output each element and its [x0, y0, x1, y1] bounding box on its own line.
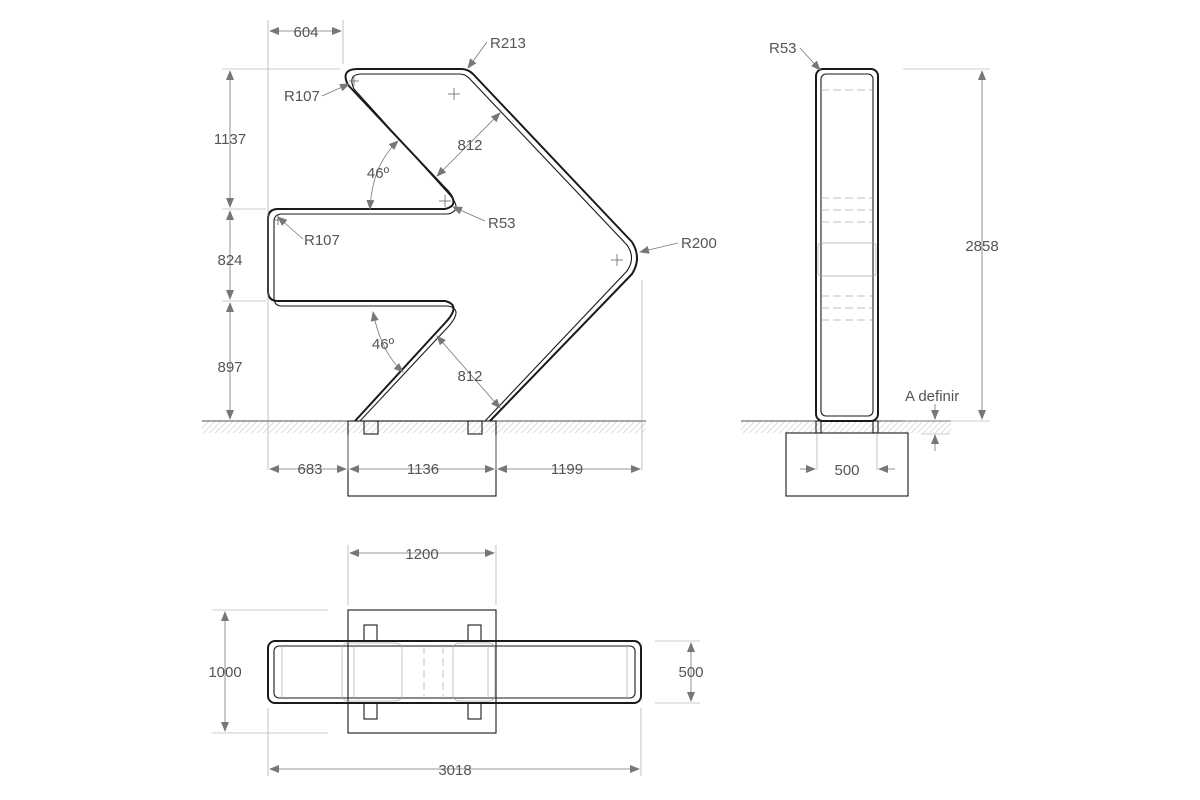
top-depth: 500: [678, 664, 703, 681]
top-hidden-lines: [281, 642, 628, 702]
side-post-outer: [815, 68, 879, 422]
top-foundation-block: [347, 609, 497, 734]
dim-base-width: 1136: [407, 461, 439, 478]
top-base-length: 1200: [405, 546, 438, 563]
top-arrow-inner: [273, 645, 636, 699]
side-total-height: 2858: [965, 238, 998, 255]
anchor-left-front: [363, 420, 379, 435]
radius-left-top-label: R107: [284, 88, 320, 105]
side-hidden-lines: [817, 89, 877, 321]
arrow-outline-outer: [267, 68, 638, 422]
dimension-lines-front: [226, 27, 679, 473]
radius-left-mid-label: R107: [304, 232, 340, 249]
side-anchor-left: [815, 420, 822, 434]
anchor-right-front: [467, 420, 483, 435]
radius-notch-label: R53: [488, 215, 516, 232]
dim-base-right: 1199: [551, 461, 583, 478]
top-dimension-lines: [212, 545, 700, 776]
dim-thickness-upper: 812: [457, 137, 482, 154]
top-anchor-br: [467, 702, 482, 720]
dim-angle-upper: 46º: [367, 165, 390, 182]
top-anchor-tr: [467, 624, 482, 642]
top-view: 1200 1000 500 3018: [208, 545, 704, 779]
front-view: 604 1137 824 897 683 1136 1199 812 812 4…: [202, 20, 717, 497]
side-post-inner: [820, 73, 874, 417]
side-anchor-right: [872, 420, 879, 434]
top-arrow-body: [267, 640, 642, 704]
dim-height-middle: 824: [217, 252, 242, 269]
dim-angle-lower: 46º: [372, 336, 395, 353]
top-base-depth: 1000: [208, 664, 241, 681]
side-view: R53 2858 A definir 500: [741, 40, 999, 497]
dim-top-offset: 604: [293, 24, 318, 41]
ground-line-front: [202, 420, 646, 433]
radius-top-label: R213: [490, 35, 526, 52]
top-anchor-bl: [363, 702, 378, 720]
top-anchor-tl: [363, 624, 378, 642]
dim-height-lower: 897: [217, 359, 242, 376]
extension-lines-front: [222, 20, 643, 470]
top-total-length: 3018: [438, 762, 471, 779]
dim-thickness-lower: 812: [457, 368, 482, 385]
dim-height-upper: 1137: [214, 131, 246, 148]
dim-base-left: 683: [297, 461, 322, 478]
side-radius-label: R53: [769, 40, 797, 57]
ground-line-side: [741, 420, 951, 433]
side-dimension-lines: [799, 47, 990, 473]
side-width: 500: [834, 462, 859, 479]
radius-tip-label: R200: [681, 235, 717, 252]
side-embed-note: A definir: [905, 388, 959, 405]
